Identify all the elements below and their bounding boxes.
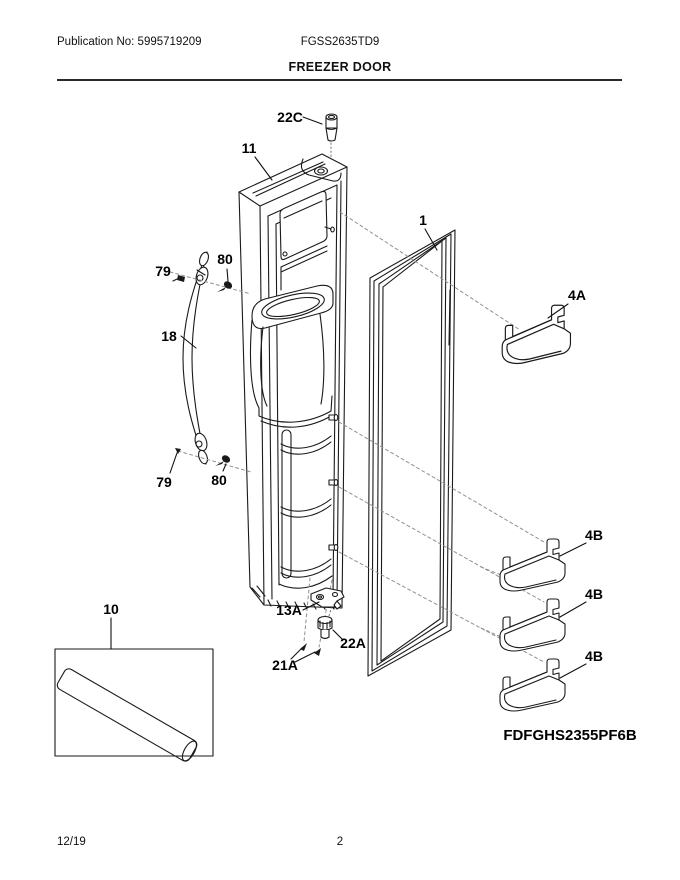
door-bin-4b-2 [499, 598, 566, 652]
door-gasket [367, 229, 456, 677]
callout-80-top: 80 [217, 251, 233, 267]
callout-1: 1 [419, 212, 427, 228]
screw-80-top [217, 281, 233, 292]
callout-79-bottom: 79 [156, 474, 172, 490]
bushing-22a [317, 615, 333, 640]
callout-80-bottom: 80 [211, 472, 227, 488]
callout-4b-2: 4B [585, 586, 603, 602]
hinge-pin-22c [325, 113, 338, 142]
screw-79-top [172, 275, 185, 282]
door-bin-4a [501, 304, 572, 365]
footer-date: 12/19 [57, 836, 86, 848]
callout-22a: 22A [340, 635, 366, 651]
callout-labels: 22C 11 1 4A 79 80 18 79 80 13A 22A 21A 1… [103, 109, 637, 744]
callout-13a: 13A [276, 602, 302, 618]
callout-4b-3: 4B [585, 648, 603, 664]
header-rule [57, 79, 622, 81]
callout-18: 18 [161, 328, 177, 344]
door-bin-4b-1 [499, 538, 566, 592]
assembly-dashed-lines [169, 142, 545, 663]
footer-page-number: 2 [336, 836, 344, 848]
screw-79-bottom [175, 448, 181, 454]
model-number: FGSS2635TD9 [300, 36, 380, 48]
screw-80-bottom [215, 455, 231, 466]
trim-part-box [54, 648, 214, 762]
callout-79-top: 79 [155, 263, 171, 279]
callout-21a: 21A [272, 657, 298, 673]
door-handle [182, 251, 210, 465]
callout-10: 10 [103, 601, 119, 617]
callout-11: 11 [242, 140, 257, 156]
callout-4a: 4A [568, 287, 586, 303]
callout-leader-lines [110, 116, 587, 679]
callout-22c: 22C [277, 109, 303, 125]
freezer-door-panel [238, 153, 348, 610]
page-title: FREEZER DOOR [288, 60, 392, 74]
door-bin-4b-3 [499, 658, 566, 712]
bin-part-code: FDFGHS2355PF6B [503, 727, 637, 744]
callout-4b-1: 4B [585, 527, 603, 543]
publication-number: Publication No: 5995719209 [57, 36, 202, 48]
